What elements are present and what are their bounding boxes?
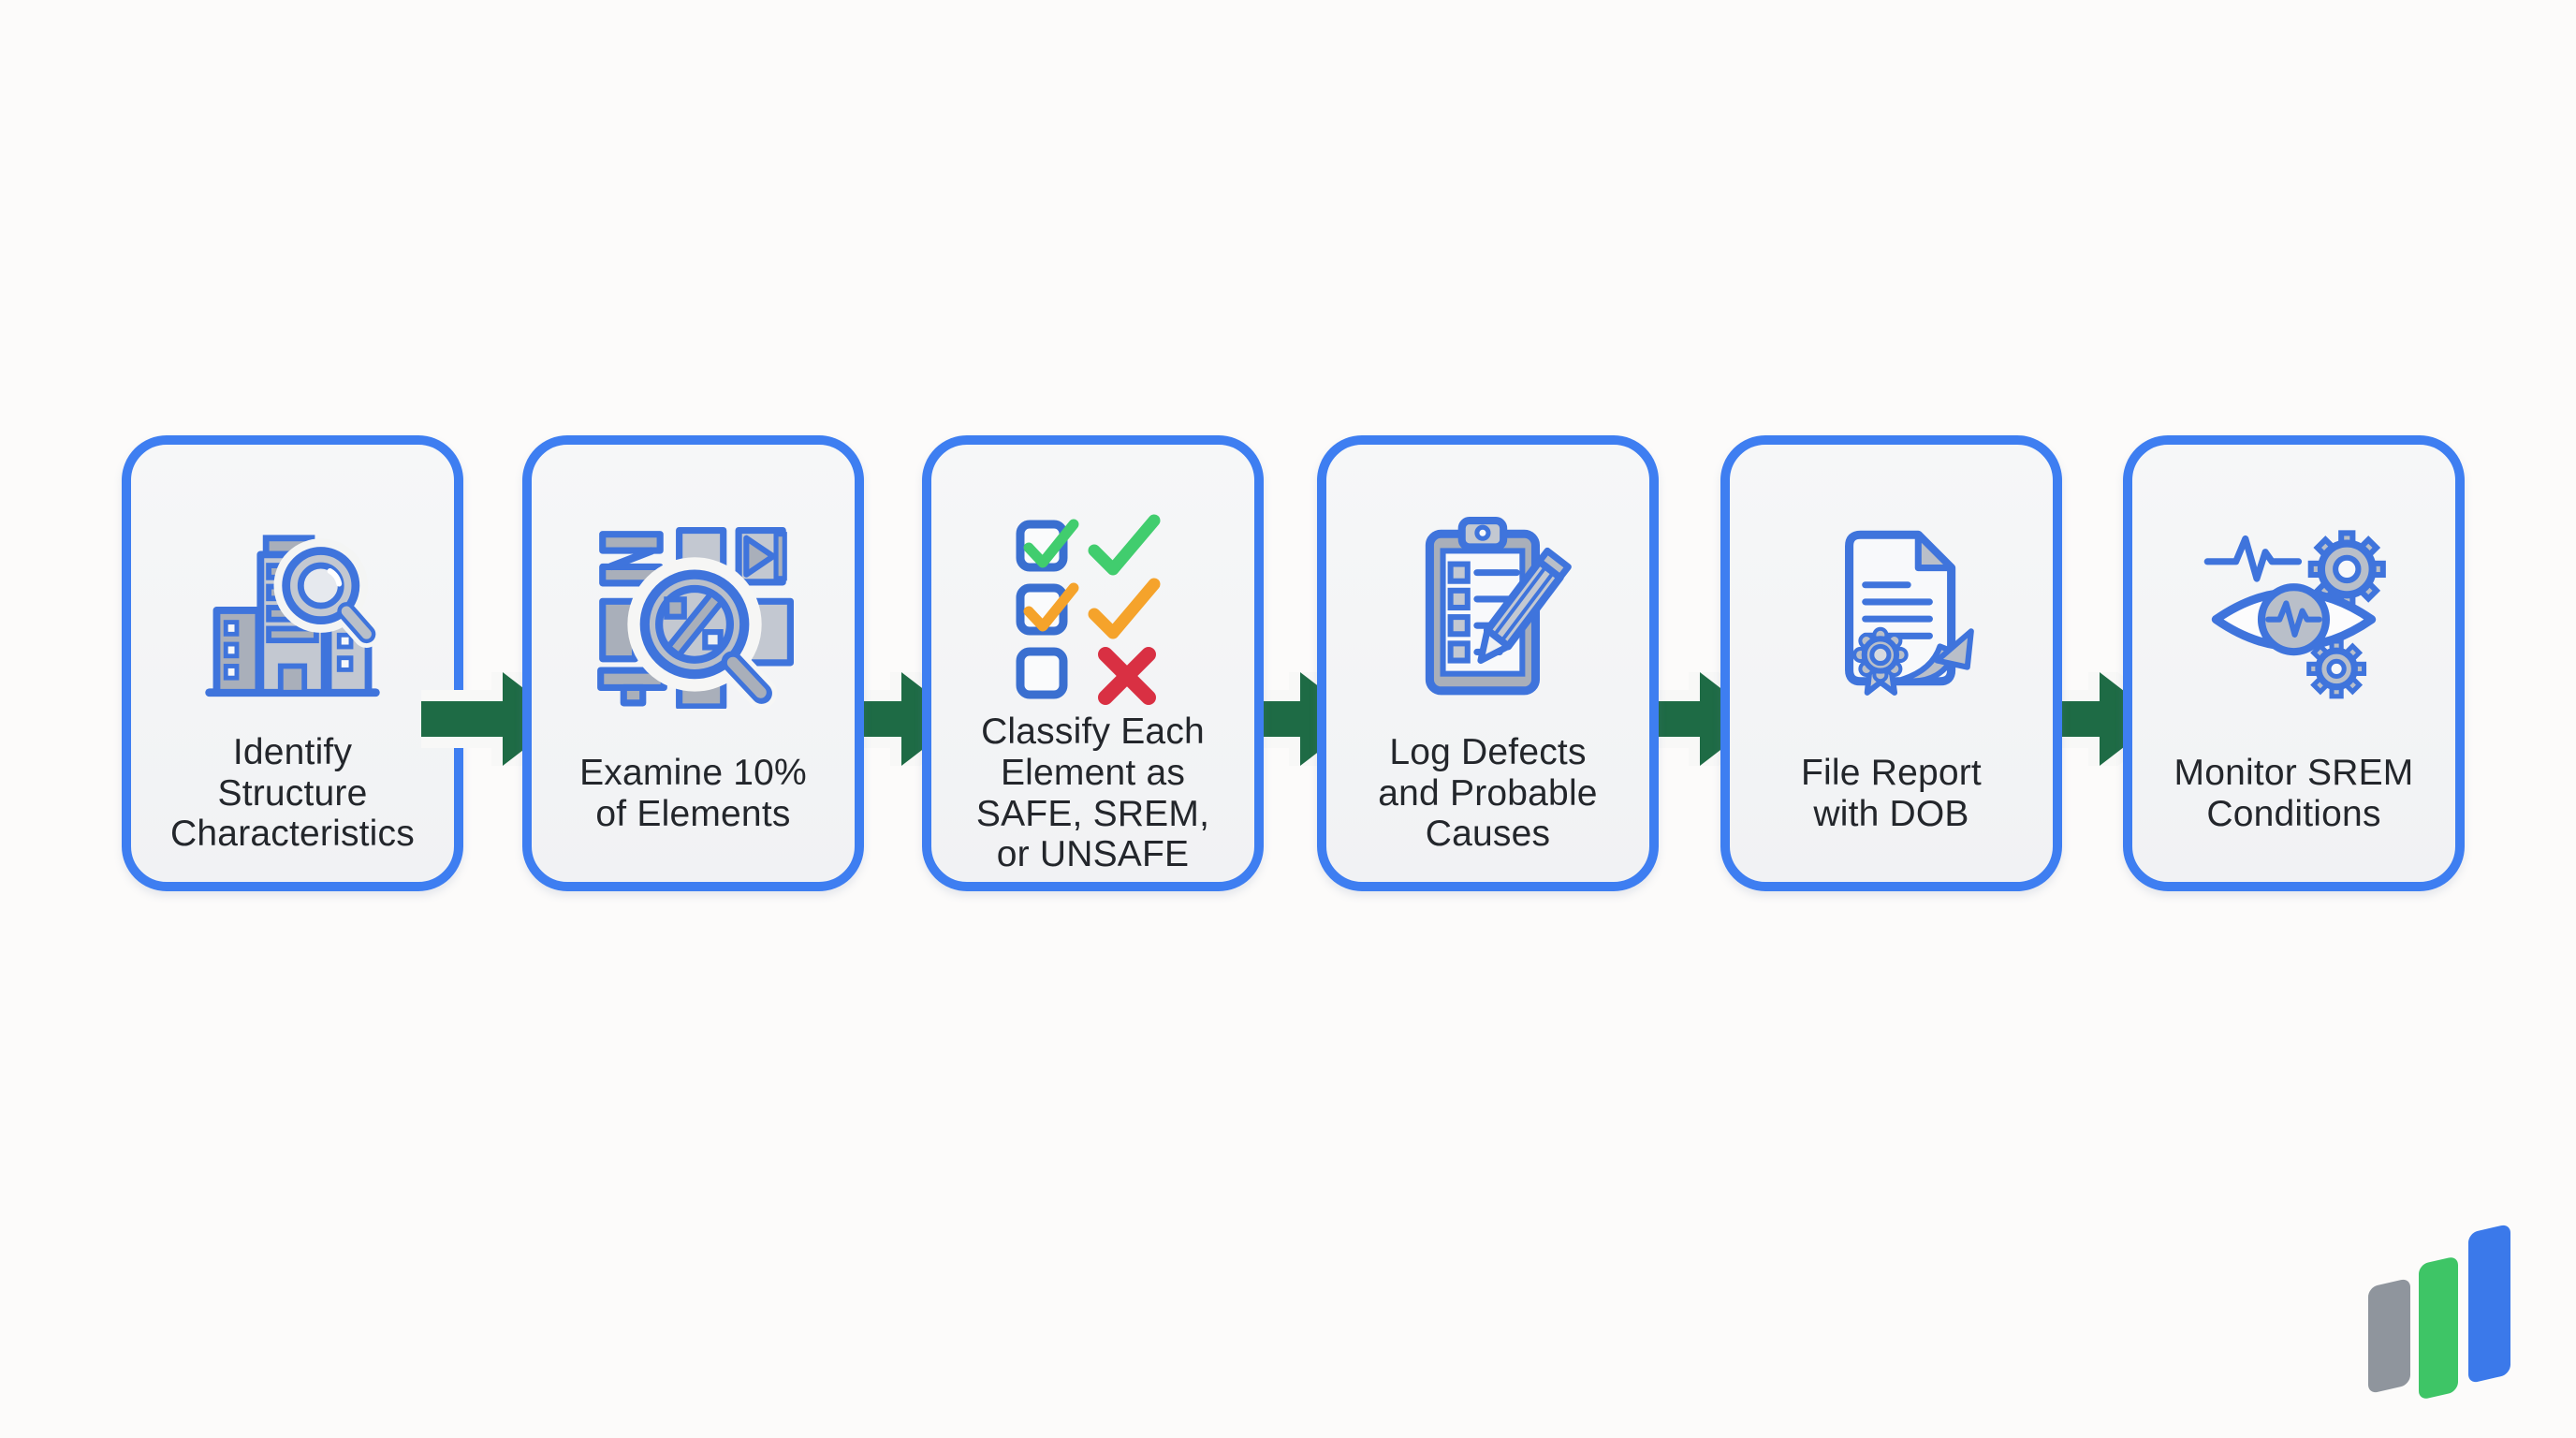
- step-icon-area: [1730, 499, 2053, 716]
- step-label: Examine 10% of Elements: [579, 752, 807, 834]
- eye-monitoring-gears-icon: [2203, 530, 2386, 699]
- logo-bar-gray: [2368, 1277, 2410, 1395]
- brand-logo: [2357, 1217, 2530, 1409]
- step-icon-area: [532, 499, 855, 716]
- step-label: Log Defects and Probable Causes: [1378, 731, 1598, 855]
- step-icon-area: [131, 499, 454, 716]
- step-box-monitor-conditions: Monitor SREM Conditions: [2123, 435, 2465, 891]
- clipboard-pencil-icon: [1425, 516, 1572, 695]
- step-label: Identify Structure Characteristics: [170, 731, 415, 855]
- step-icon-area: [2132, 499, 2455, 716]
- step-icon-area: [931, 499, 1254, 716]
- classification-checklist-icon: [1016, 514, 1160, 705]
- logo-bar-blue: [2468, 1223, 2510, 1385]
- step-box-identify-structure: Identify Structure Characteristics: [122, 435, 463, 891]
- elements-grid-search-icon: [596, 526, 794, 709]
- step-box-classify-elements: Classify Each Element as SAFE, SREM, or …: [922, 435, 1264, 891]
- step-box-examine-elements: Examine 10% of Elements: [522, 435, 864, 891]
- step-label: Classify Each Element as SAFE, SREM, or …: [975, 712, 1210, 875]
- step-icon-area: [1326, 499, 1649, 716]
- building-search-icon: [205, 535, 381, 697]
- step-label: Monitor SREM Conditions: [2174, 752, 2414, 834]
- report-certificate-icon: [1844, 530, 1974, 696]
- step-box-log-defects: Log Defects and Probable Causes: [1317, 435, 1659, 891]
- step-box-file-report: File Report with DOB: [1720, 435, 2062, 891]
- logo-bar-green: [2419, 1255, 2458, 1401]
- step-label: File Report with DOB: [1801, 752, 1982, 834]
